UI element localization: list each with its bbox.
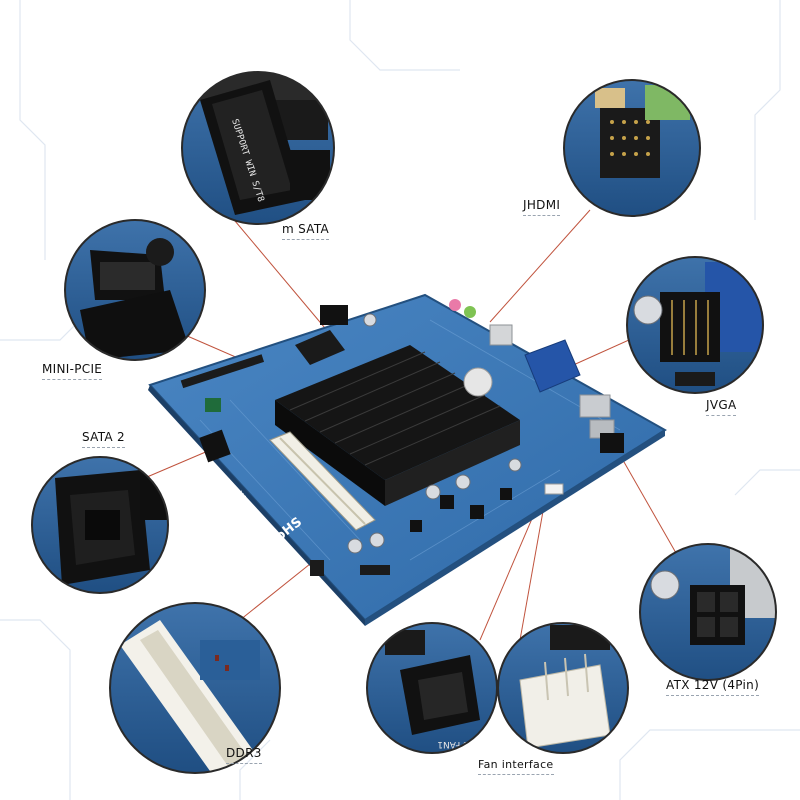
jvga-label: JVGA	[706, 398, 737, 416]
msata-label: m SATA	[282, 222, 330, 240]
fan-interface-label: Fan interface	[478, 758, 554, 775]
ddr3-label: DDR3	[226, 746, 262, 764]
callout-lines	[139, 209, 681, 641]
green-chip	[205, 398, 221, 412]
pin-header	[180, 354, 265, 389]
sata2-callout-circle	[31, 456, 169, 594]
jhdmi-callout-circle	[563, 79, 701, 217]
motherboard: RoHS CE	[148, 293, 667, 626]
fan-header	[544, 483, 564, 495]
jhdmi-label: JHDMI	[523, 198, 561, 216]
ddr3-callout-circle	[109, 602, 281, 774]
minipcie-label: MINI-PCIE	[42, 362, 103, 380]
atx-connector	[600, 433, 624, 453]
lan-port	[489, 324, 513, 346]
minipcie-callout-circle	[64, 219, 206, 361]
audio-jack	[449, 299, 461, 311]
sata-connector	[199, 429, 231, 463]
fan-silk-text: SYS FAN1	[437, 739, 480, 749]
usb-ports	[579, 394, 611, 418]
sata2-label: SATA 2	[82, 430, 125, 448]
heatsink	[275, 345, 520, 506]
pcb-edge-right	[365, 430, 665, 626]
atx12v-label: ATX 12V (4Pin)	[666, 678, 760, 696]
cmos-battery	[463, 367, 493, 397]
capacitors	[347, 313, 522, 554]
vga-connector	[524, 339, 581, 393]
fan-callout-circle-right	[497, 622, 629, 754]
jvga-callout-circle	[626, 256, 764, 394]
atx12v-callout-circle	[639, 543, 777, 681]
fan-callout-circle-left: SYS FAN1	[366, 622, 498, 754]
msata-callout-circle: SUPPORT WIN S/T8	[181, 71, 335, 225]
msata-slot	[295, 330, 345, 365]
